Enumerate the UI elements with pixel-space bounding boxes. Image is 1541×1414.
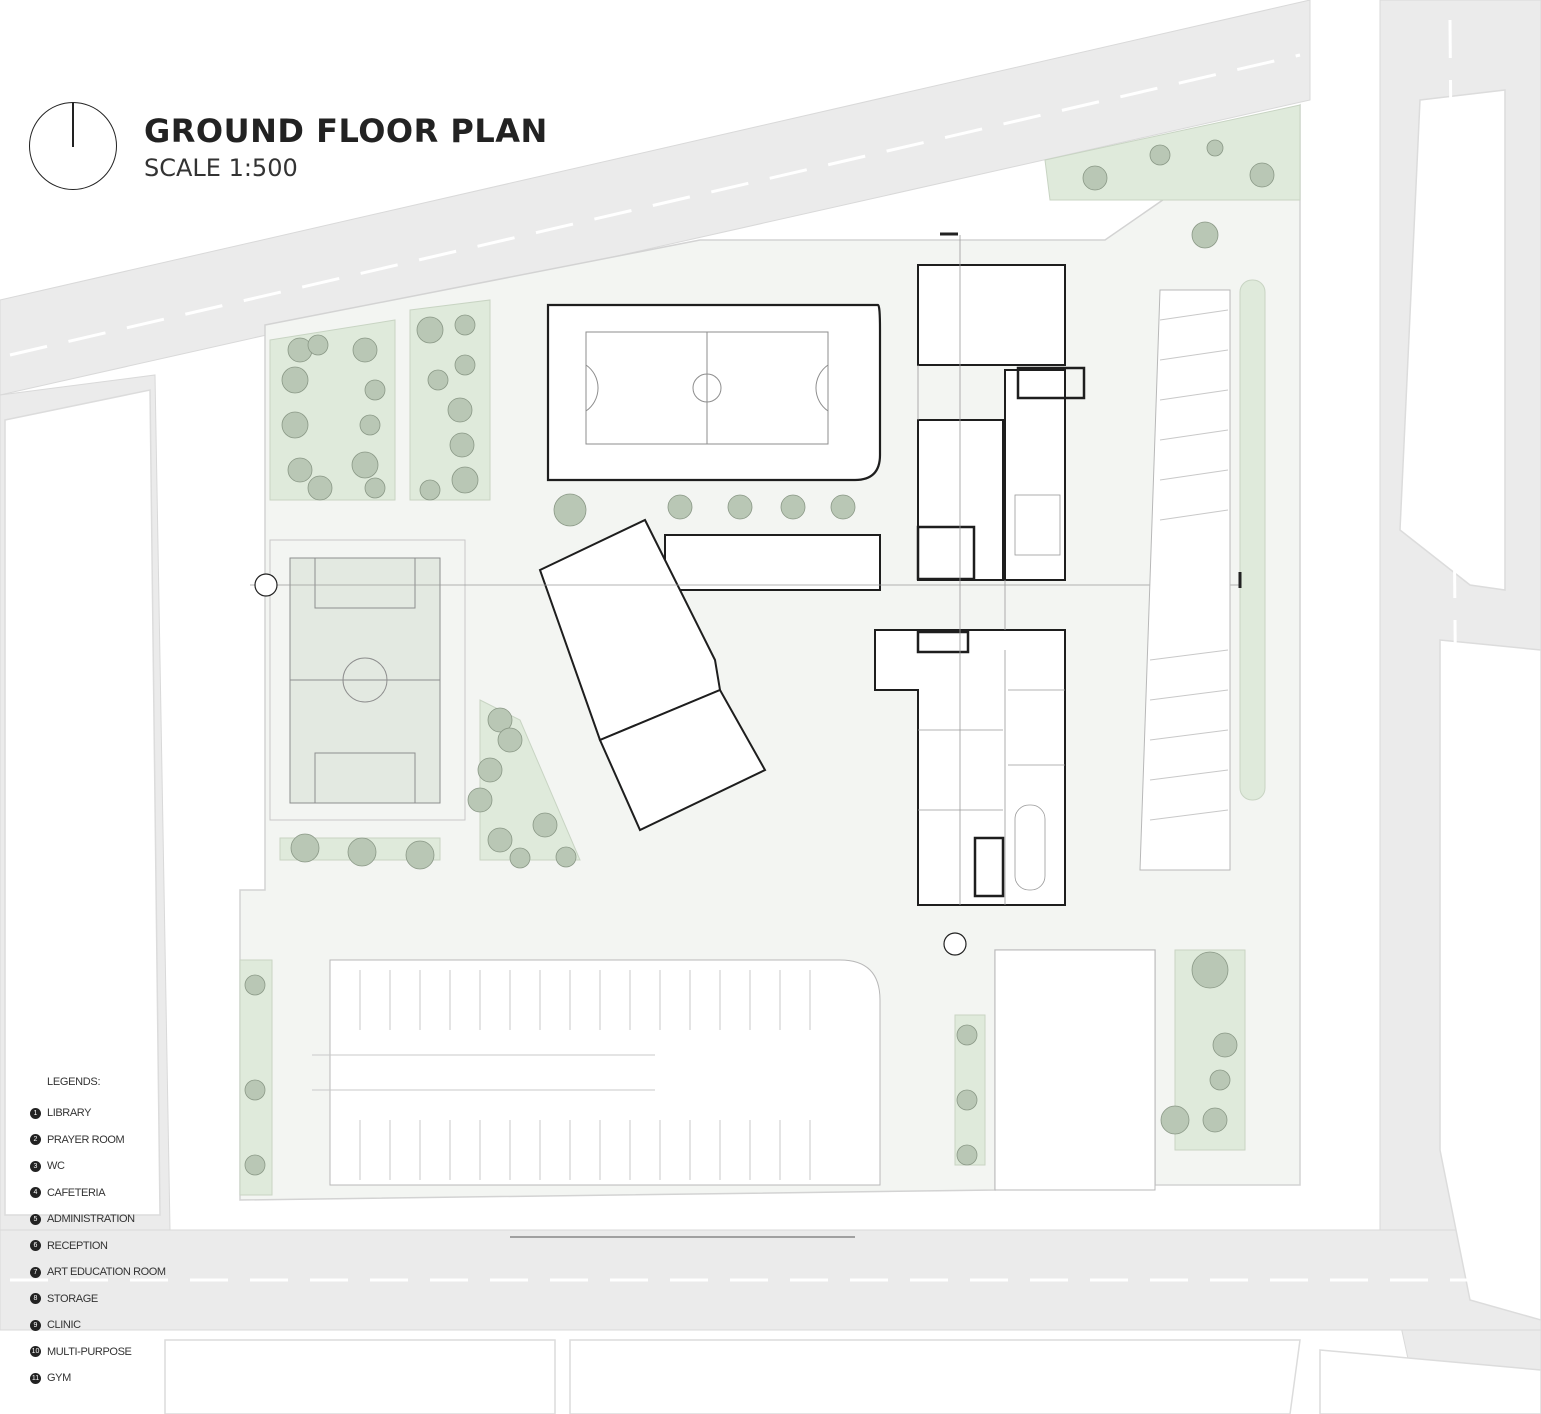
legend-label: PRAYER ROOM <box>47 1133 125 1146</box>
road-blocks <box>4 89 1541 1414</box>
legend-item: 3 WC <box>30 1153 166 1180</box>
legend-item: 10 MULTI-PURPOSE <box>30 1339 166 1366</box>
interior-lines <box>250 235 1240 905</box>
main-building <box>538 264 1066 906</box>
football-pitch <box>269 539 466 821</box>
legend-number: 6 <box>30 1240 41 1252</box>
legend-number: 2 <box>30 1134 41 1146</box>
legend-label: ADMINISTRATION <box>47 1213 135 1226</box>
legend-label: WC <box>47 1160 65 1173</box>
legend-label: RECEPTION <box>47 1239 108 1252</box>
parking-lots <box>329 289 1231 1191</box>
legend-heading: LEGENDS: <box>47 1076 101 1088</box>
legend-label: MULTI-PURPOSE <box>47 1345 132 1358</box>
gym-building <box>546 303 882 482</box>
legend-item: 9 CLINIC <box>30 1312 166 1339</box>
legend-item: 4 CAFETERIA <box>30 1180 166 1207</box>
page-title: GROUND FLOOR PLAN <box>144 112 548 150</box>
section-markers <box>254 232 1242 956</box>
legend-number: 1 <box>30 1107 41 1119</box>
legend-label: CLINIC <box>47 1319 81 1332</box>
legend-item: 8 STORAGE <box>30 1286 166 1313</box>
trees <box>244 139 1275 1176</box>
north-arrow-icon <box>29 102 117 190</box>
legend-label: CAFETERIA <box>47 1186 106 1199</box>
legend-number: 5 <box>30 1213 41 1225</box>
legend-label: ART EDUCATION ROOM <box>47 1266 166 1279</box>
legend-item: 7 ART EDUCATION ROOM <box>30 1259 166 1286</box>
road-south <box>0 1229 1541 1331</box>
scale-label: SCALE 1:500 <box>144 154 298 182</box>
legend-number: 8 <box>30 1293 41 1305</box>
legend-item: 2 PRAYER ROOM <box>30 1127 166 1154</box>
legend-item: 6 RECEPTION <box>30 1233 166 1260</box>
legend-label: LIBRARY <box>47 1107 92 1120</box>
legend-item: 5 ADMINISTRATION <box>30 1206 166 1233</box>
legend-number: 4 <box>30 1187 41 1199</box>
basketball-court <box>585 331 829 445</box>
legend-label: STORAGE <box>47 1292 98 1305</box>
legend-item: 11 GYM <box>30 1365 166 1392</box>
legend-number: 7 <box>30 1266 41 1278</box>
legend-number: 10 <box>30 1346 41 1358</box>
legend-label: GYM <box>47 1372 71 1385</box>
legend-item: 1 LIBRARY <box>30 1100 166 1127</box>
road-lane-markings <box>9 19 1530 1282</box>
legend-number: 9 <box>30 1319 41 1331</box>
legend-number: 11 <box>30 1372 41 1384</box>
legend: LEGENDS: 1 LIBRARY 2 PRAYER ROOM 3 WC 4 CAFE… <box>30 1076 166 1392</box>
main-road-north <box>0 0 1311 396</box>
legend-number: 3 <box>30 1160 41 1172</box>
stairs <box>916 366 1086 898</box>
parking-bays <box>312 309 1229 1238</box>
